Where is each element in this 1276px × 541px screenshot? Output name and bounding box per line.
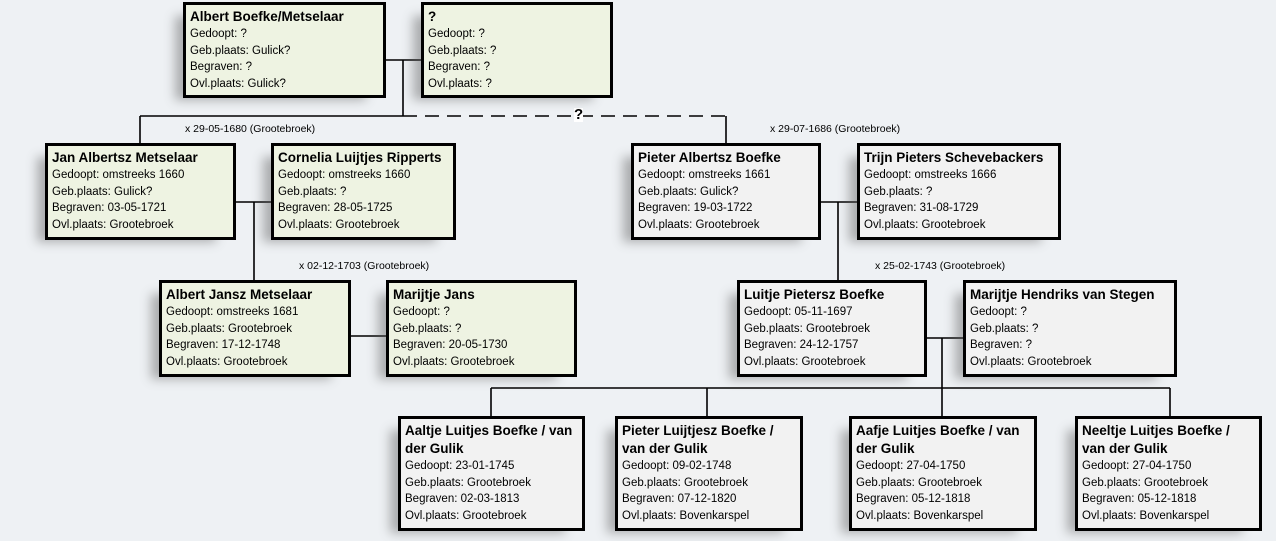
person-deathplace: Ovl.plaats: Grootebroek [970, 355, 1092, 368]
person-baptized: Gedoopt: omstreeks 1660 [278, 169, 411, 181]
person-name: Cornelia Luijtjes Ripperts [278, 150, 442, 165]
person-name: Albert Jansz Metselaar [166, 287, 313, 302]
person-birthplace: Geb.plaats: Grootebroek [856, 476, 982, 489]
person-buried: Begraven: 07-12-1820 [622, 493, 737, 505]
person-deathplace: Ovl.plaats: Grootebroek [405, 509, 527, 522]
person-buried: Begraven: ? [428, 61, 491, 73]
person-buried: Begraven: 03-05-1721 [52, 202, 167, 214]
person-name: Pieter Albertsz Boefke [638, 150, 781, 165]
marriage-label: x 25-02-1743 (Grootebroek) [875, 260, 1006, 272]
person-birthplace: Geb.plaats: Grootebroek [166, 322, 292, 335]
person-buried: Begraven: 05-12-1818 [856, 493, 971, 505]
person-name: Albert Boefke/Metselaar [190, 9, 344, 24]
person-birthplace: Geb.plaats: Gulick? [190, 44, 291, 57]
person-baptized: Gedoopt: ? [190, 28, 247, 40]
person-birthplace: Geb.plaats: ? [864, 185, 933, 198]
person-birthplace: Geb.plaats: ? [428, 44, 497, 57]
person-baptized: Gedoopt: 27-04-1750 [1082, 460, 1192, 472]
marriage-label: x 29-05-1680 (Grootebroek) [185, 123, 316, 135]
person-buried: Begraven: 02-03-1813 [405, 493, 520, 505]
person-deathplace: Ovl.plaats: Grootebroek [393, 355, 515, 368]
person-baptized: Gedoopt: omstreeks 1681 [166, 306, 299, 318]
person-baptized: Gedoopt: ? [428, 28, 485, 40]
person-name: Pieter Luijtjesz Boefke / van der Gulik [622, 423, 774, 456]
marriage-label: x 02-12-1703 (Grootebroek) [299, 260, 430, 272]
person-card[interactable]: ? Gedoopt: ? Geb.plaats: ? Begraven: ? Ovl.p… [421, 2, 613, 98]
person-buried: Begraven: 31-08-1729 [864, 202, 979, 214]
person-name: Trijn Pieters Schevebackers [864, 150, 1044, 165]
person-deathplace: Ovl.plaats: Grootebroek [864, 218, 986, 231]
person-baptized: Gedoopt: ? [393, 306, 450, 318]
person-buried: Begraven: 19-03-1722 [638, 202, 753, 214]
unknown-link-label: ? [574, 106, 584, 123]
person-birthplace: Geb.plaats: Grootebroek [405, 476, 531, 489]
person-name: ? [428, 9, 437, 24]
person-deathplace: Ovl.plaats: Grootebroek [52, 218, 174, 231]
person-deathplace: Ovl.plaats: Gulick? [190, 77, 286, 90]
person-buried: Begraven: ? [970, 339, 1033, 351]
person-baptized: Gedoopt: omstreeks 1660 [52, 169, 185, 181]
person-name: Aafje Luitjes Boefke / van der Gulik [856, 423, 1020, 456]
person-birthplace: Geb.plaats: Grootebroek [744, 322, 870, 335]
person-birthplace: Geb.plaats: Gulick? [52, 185, 153, 198]
person-baptized: Gedoopt: omstreeks 1666 [864, 169, 997, 181]
person-baptized: Gedoopt: 05-11-1697 [744, 306, 853, 318]
person-buried: Begraven: 24-12-1757 [744, 339, 859, 351]
person-buried: Begraven: 05-12-1818 [1082, 493, 1197, 505]
person-deathplace: Ovl.plaats: Grootebroek [744, 355, 866, 368]
person-name: Luitje Pietersz Boefke [744, 287, 885, 302]
person-birthplace: Geb.plaats: ? [278, 185, 347, 198]
person-name: Marijtje Jans [393, 287, 475, 302]
person-deathplace: Ovl.plaats: Bovenkarspel [1082, 509, 1210, 522]
person-birthplace: Geb.plaats: ? [970, 322, 1039, 335]
person-baptized: Gedoopt: ? [970, 306, 1027, 318]
person-buried: Begraven: 20-05-1730 [393, 339, 508, 351]
person-deathplace: Ovl.plaats: ? [428, 77, 492, 90]
person-buried: Begraven: 17-12-1748 [166, 339, 281, 351]
person-baptized: Gedoopt: 23-01-1745 [405, 460, 515, 472]
person-name: Marijtje Hendriks van Stegen [970, 287, 1155, 302]
person-birthplace: Geb.plaats: Gulick? [638, 185, 739, 198]
person-buried: Begraven: 28-05-1725 [278, 202, 393, 214]
person-deathplace: Ovl.plaats: Grootebroek [166, 355, 288, 368]
person-birthplace: Geb.plaats: Grootebroek [622, 476, 748, 489]
marriage-label: x 29-07-1686 (Grootebroek) [770, 123, 901, 135]
person-buried: Begraven: ? [190, 61, 253, 73]
person-deathplace: Ovl.plaats: Bovenkarspel [856, 509, 984, 522]
person-name: Aaltje Luitjes Boefke / van der Gulik [405, 423, 573, 456]
person-name: Jan Albertsz Metselaar [52, 150, 198, 165]
person-deathplace: Ovl.plaats: Grootebroek [278, 218, 400, 231]
person-baptized: Gedoopt: omstreeks 1661 [638, 169, 771, 181]
person-baptized: Gedoopt: 09-02-1748 [622, 460, 732, 472]
person-deathplace: Ovl.plaats: Grootebroek [638, 218, 760, 231]
person-birthplace: Geb.plaats: Grootebroek [1082, 476, 1208, 489]
person-baptized: Gedoopt: 27-04-1750 [856, 460, 966, 472]
person-birthplace: Geb.plaats: ? [393, 322, 462, 335]
person-name: Neeltje Luitjes Boefke / van der Gulik [1082, 423, 1230, 456]
person-deathplace: Ovl.plaats: Bovenkarspel [622, 509, 750, 522]
